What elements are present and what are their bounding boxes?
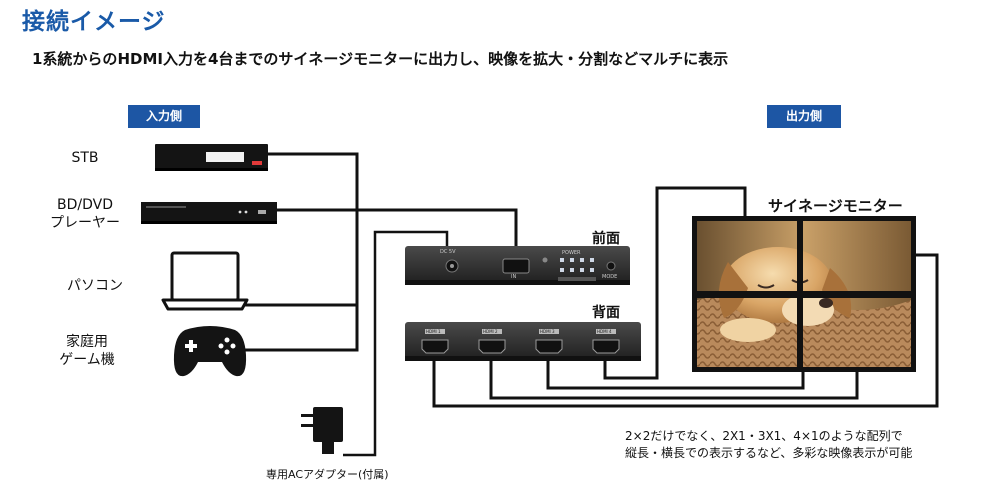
front-hdmi-in-label: IN — [511, 274, 517, 280]
label-game-line1: 家庭用 — [66, 334, 108, 350]
cable-bd-to-device — [277, 208, 518, 248]
ac-adapter-icon — [301, 407, 343, 454]
cable-out-2 — [546, 360, 805, 390]
input-side-tag: 入力側 — [128, 105, 200, 128]
device-front — [405, 246, 630, 285]
label-pc: パソコン — [67, 278, 123, 294]
signage-wall — [692, 216, 916, 372]
label-signage-monitor: サイネージモニター — [768, 197, 903, 215]
note-line-2: 縦長・横長での表示するなど、多彩な映像表示が可能 — [625, 446, 913, 460]
device-back — [405, 322, 641, 361]
stb-icon — [155, 144, 268, 171]
label-game-console: 家庭用 ゲーム機 — [38, 333, 136, 369]
label-bd-dvd: BD/DVD プレーヤー — [36, 196, 134, 232]
front-mode-label: MODE — [602, 274, 618, 280]
label-bd-line1: BD/DVD — [57, 197, 113, 213]
label-bd-line2: プレーヤー — [50, 215, 120, 231]
label-ac-adapter: 専用ACアダプター(付属) — [266, 468, 389, 481]
front-power-label: POWER — [562, 250, 581, 256]
note-line-1: 2×2だけでなく、2X1・3X1、4×1のような配列で — [625, 429, 903, 443]
cable-adapter — [343, 230, 449, 457]
front-dc-label: DC 5V — [440, 249, 456, 255]
back-port-1-label: HDMI 1 — [426, 329, 441, 334]
output-cables — [432, 186, 939, 408]
input-cables — [240, 152, 518, 352]
laptop-icon — [161, 251, 249, 311]
cable-out-3 — [489, 360, 859, 400]
output-side-tag: 出力側 — [767, 105, 841, 128]
layout-note: 2×2だけでなく、2X1・3X1、4×1のような配列で 縦長・横長での表示するな… — [625, 428, 912, 462]
label-front: 前面 — [592, 231, 620, 247]
label-stb: STB — [71, 150, 99, 166]
back-port-4-label: HDMI 4 — [597, 329, 612, 334]
label-back: 背面 — [592, 305, 620, 321]
label-game-line2: ゲーム機 — [59, 352, 115, 368]
page-title: 接続イメージ — [22, 9, 166, 35]
back-port-3-label: HDMI 3 — [540, 329, 555, 334]
cable-stb-game — [240, 152, 359, 352]
bd-player-icon — [141, 202, 277, 224]
page-subtitle: 1系統からのHDMI入力を4台までのサイネージモニターに出力し、映像を拡大・分割… — [32, 50, 729, 68]
back-port-2-label: HDMI 2 — [483, 329, 498, 334]
gamepad-icon — [173, 326, 247, 377]
cable-out-1 — [603, 186, 747, 380]
cable-out-4 — [432, 253, 939, 408]
